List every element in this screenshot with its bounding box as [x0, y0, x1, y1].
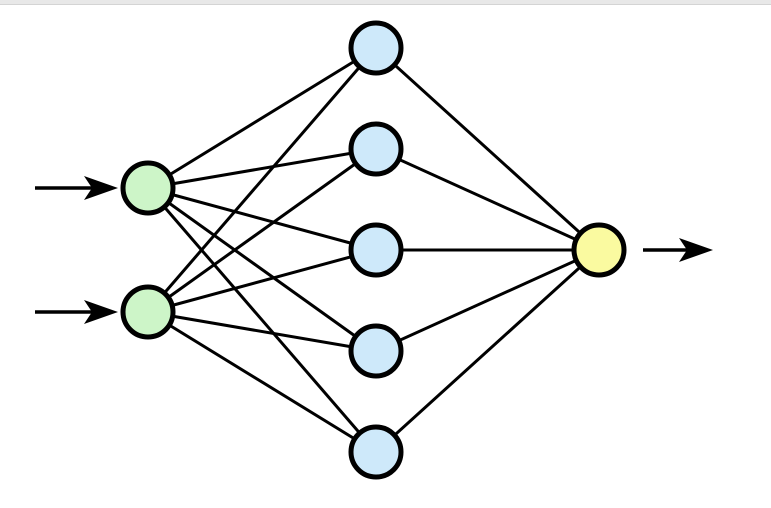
hidden-2-node [348, 121, 404, 177]
input-arrow-1-head [84, 176, 118, 200]
input-2-node [120, 284, 176, 340]
edge-input-1-to-hidden-2 [147, 147, 377, 190]
edge-hidden-1-to-output-1 [374, 46, 601, 252]
output-arrow-head [679, 238, 713, 262]
edge-input-2-to-hidden-1 [146, 47, 378, 313]
edge-input-1-to-hidden-3 [147, 186, 377, 252]
edge-input-2-to-hidden-2 [147, 147, 377, 314]
input-1-node [120, 160, 176, 216]
hidden-3-node [348, 222, 404, 278]
input-arrow-2-head [84, 300, 118, 324]
edge-input-1-to-hidden-4 [147, 186, 377, 353]
hidden-5-node [348, 424, 404, 480]
hidden-1-node [348, 20, 404, 76]
output-1-node [571, 222, 627, 278]
edge-hidden-5-to-output-1 [374, 248, 601, 454]
edge-input-2-to-hidden-3 [147, 248, 377, 314]
hidden-4-node [348, 323, 404, 379]
edge-input-1-to-hidden-5 [146, 187, 378, 453]
edge-hidden-4-to-output-1 [375, 248, 600, 353]
edge-hidden-2-to-output-1 [375, 147, 600, 252]
edge-input-2-to-hidden-5 [147, 310, 377, 454]
edge-input-2-to-hidden-4 [147, 310, 377, 353]
edge-input-1-to-hidden-1 [147, 46, 377, 190]
window-top-border [0, 0, 771, 5]
